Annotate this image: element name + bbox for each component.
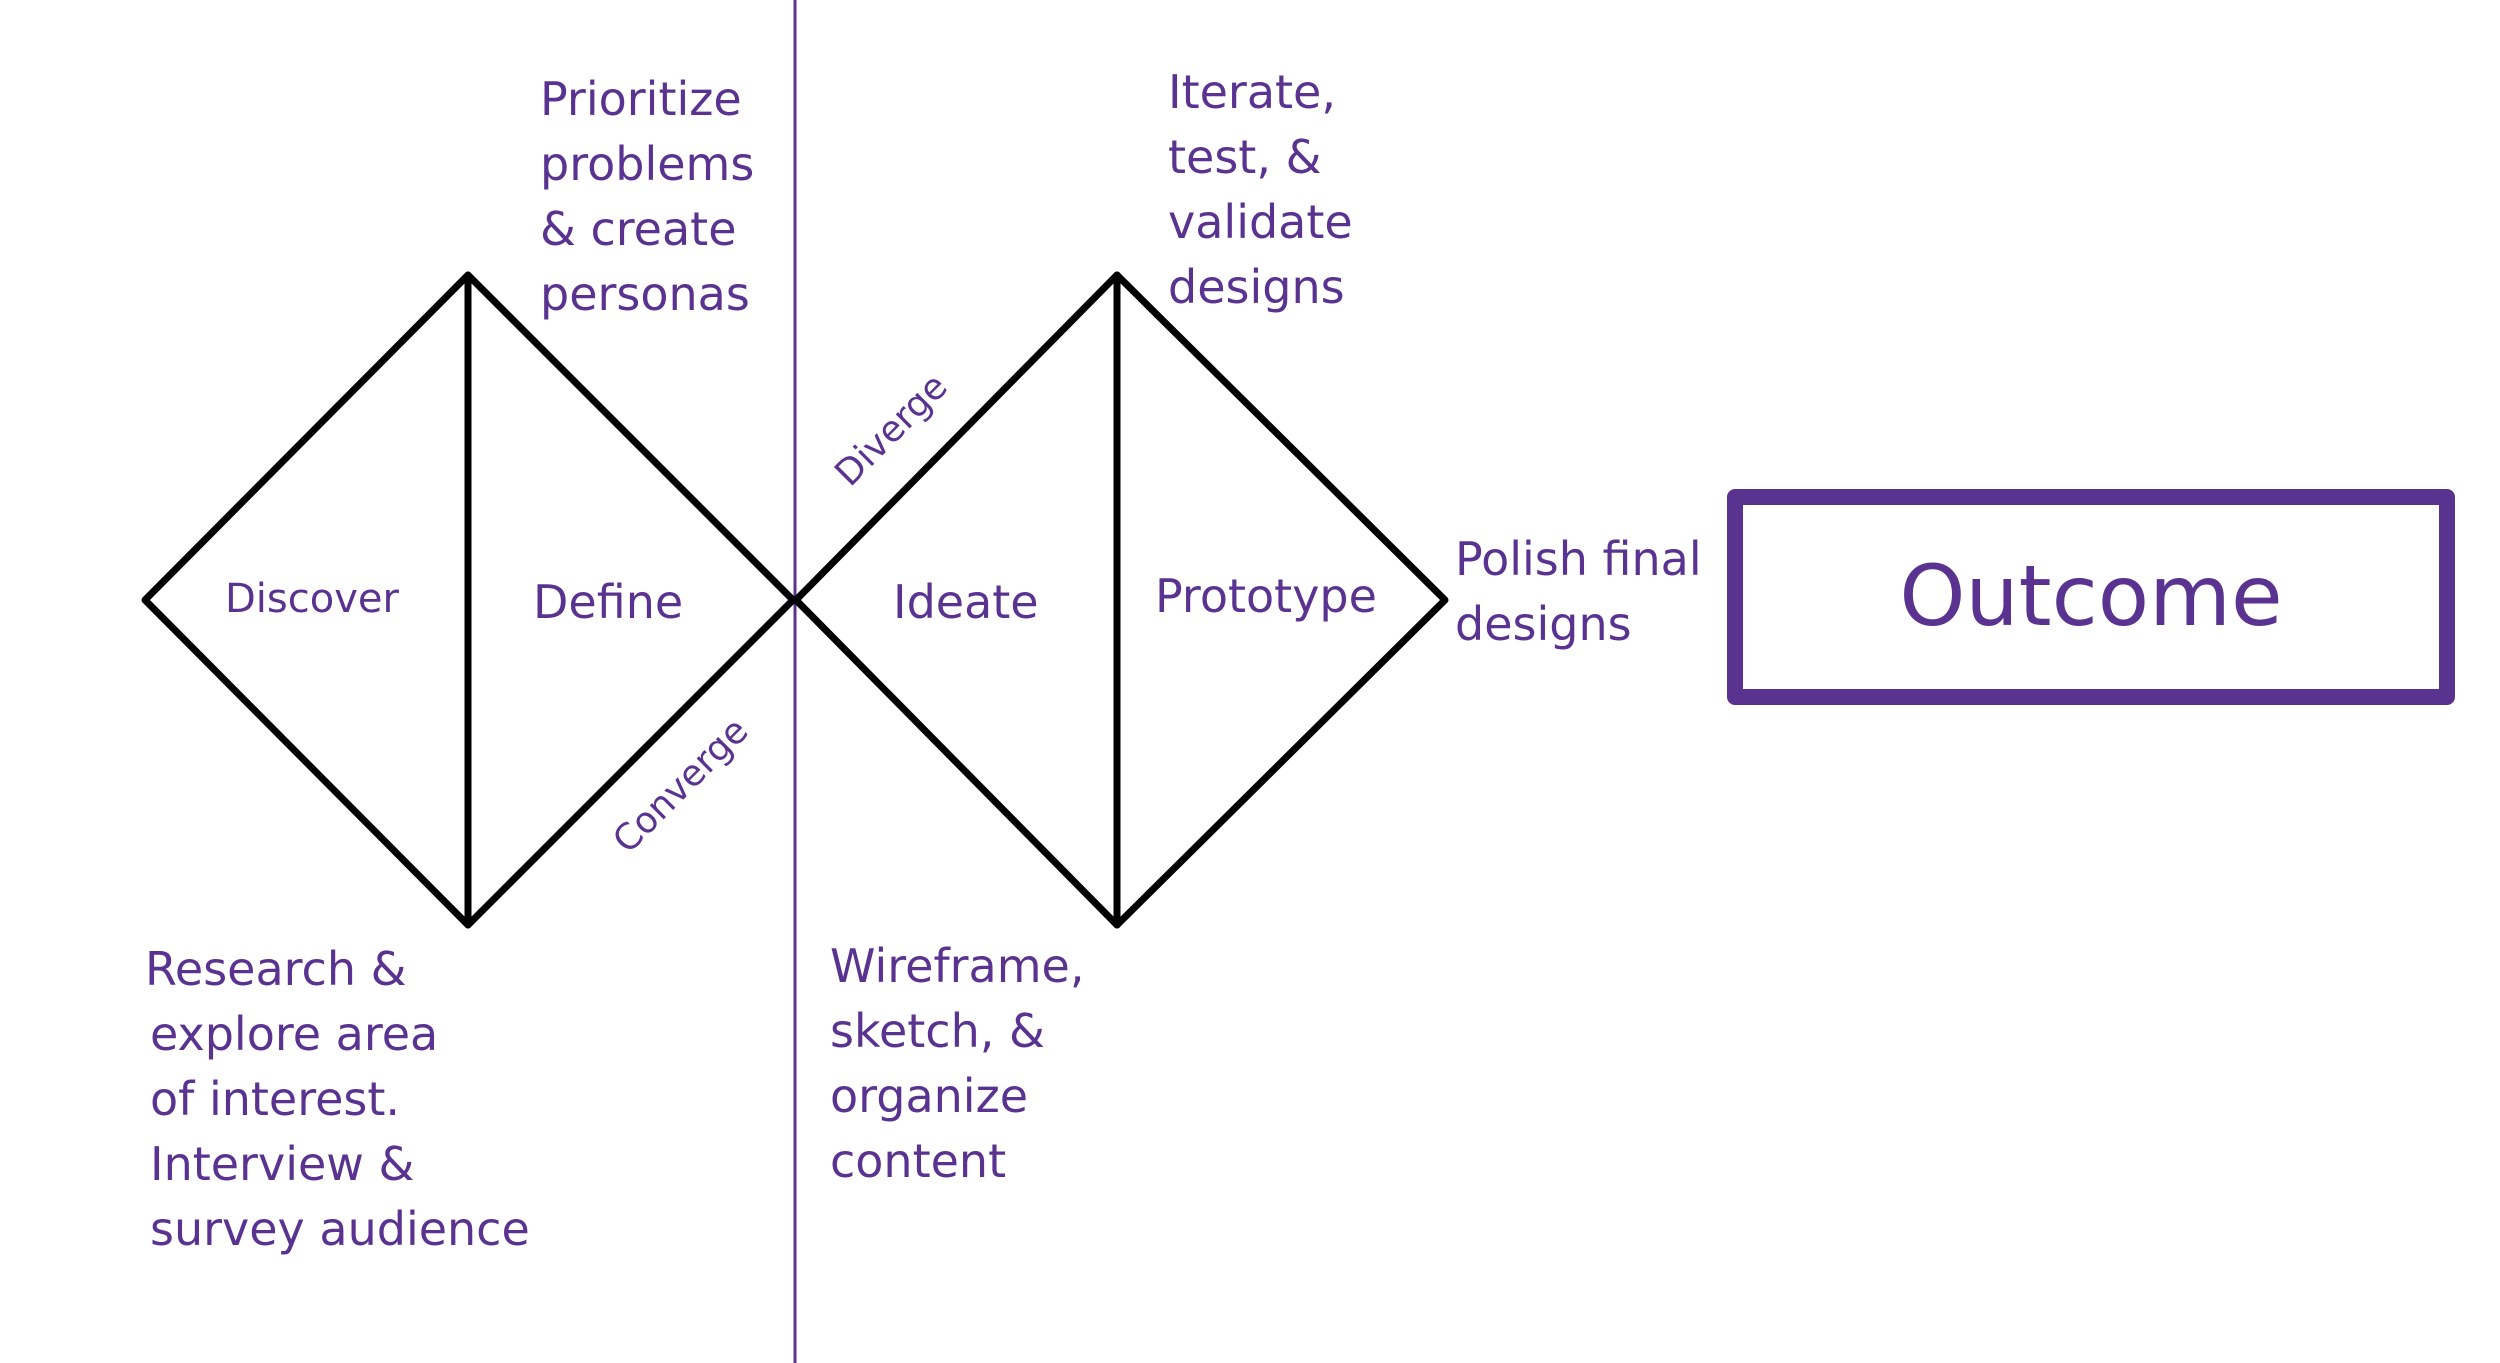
note-line: Iterate, bbox=[1168, 65, 1336, 119]
flow-label-diverge: Diverge bbox=[827, 366, 955, 494]
note-line: content bbox=[830, 1134, 1006, 1188]
flow-label-converge: Converge bbox=[605, 710, 756, 861]
note-line: designs bbox=[1455, 597, 1632, 651]
outcome-box-frame bbox=[1727, 489, 2455, 705]
note-line: problems bbox=[540, 137, 754, 191]
note-line: sketch, & bbox=[830, 1004, 1045, 1058]
note-line: Prioritize bbox=[540, 72, 742, 126]
phase-label-define: Define bbox=[533, 575, 683, 629]
note-line: & create bbox=[540, 202, 737, 256]
note-line: validate bbox=[1168, 195, 1353, 249]
note-wireframe-sketch: Wireframe, sketch, & organize content bbox=[830, 939, 1084, 1188]
note-line: Wireframe, bbox=[830, 939, 1084, 993]
phase-label-discover: Discover bbox=[225, 576, 400, 622]
note-line: test, & bbox=[1168, 130, 1321, 184]
phase-label-ideate: Ideate bbox=[893, 575, 1039, 629]
note-line: personas bbox=[540, 267, 750, 321]
note-line: Research & bbox=[145, 942, 407, 996]
note-line: survey audience bbox=[150, 1202, 530, 1256]
note-research-explore: Research & explore area of interest. Int… bbox=[145, 942, 530, 1256]
outcome-box: Outcome bbox=[1727, 489, 2455, 705]
note-line: of interest. bbox=[150, 1072, 400, 1126]
second-diamond-outline bbox=[792, 271, 1449, 929]
note-line: organize bbox=[830, 1069, 1028, 1123]
note-line: explore area bbox=[150, 1007, 438, 1061]
second-diamond bbox=[792, 271, 1449, 929]
note-prioritize-problems: Prioritize problems & create personas bbox=[540, 72, 754, 321]
outcome-label: Outcome bbox=[1899, 547, 2282, 645]
note-line: Polish final bbox=[1455, 532, 1702, 586]
phase-label-prototype: Prototype bbox=[1155, 569, 1377, 623]
note-polish-final: Polish final designs bbox=[1455, 532, 1702, 651]
note-line: Interview & bbox=[150, 1137, 414, 1191]
note-iterate-test: Iterate, test, & validate designs bbox=[1168, 65, 1353, 314]
note-line: designs bbox=[1168, 260, 1345, 314]
